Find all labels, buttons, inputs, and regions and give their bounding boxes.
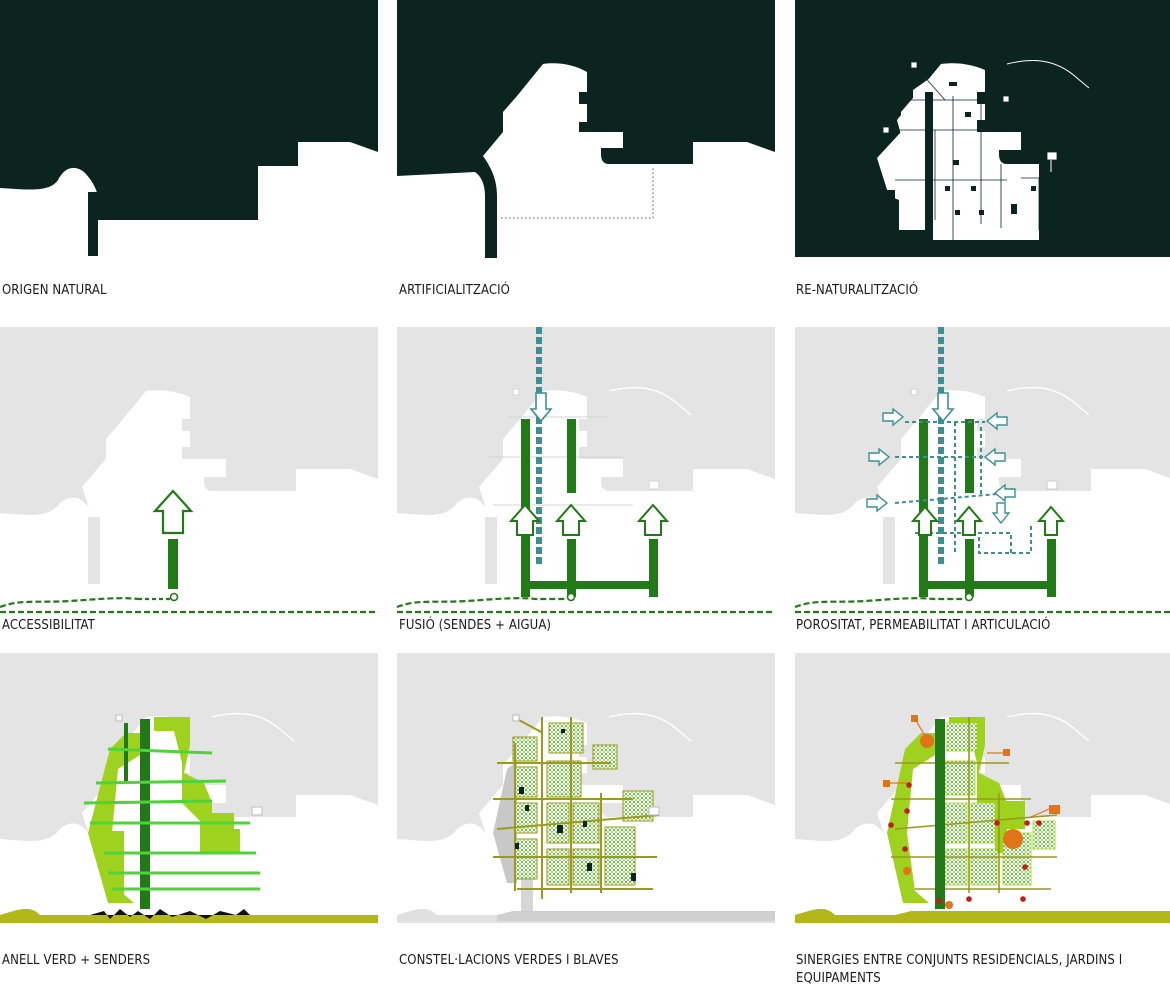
access-arrow <box>152 489 194 535</box>
caption-sinergies: SINERGIES ENTRE CONJUNTS RESIDENCIALS, J… <box>796 953 1123 986</box>
central-canal <box>925 92 933 240</box>
caption-re-naturalitzacio: RE-NATURALITZACIÓ <box>796 283 919 298</box>
water-arrow <box>529 392 553 423</box>
panel-anell-verd <box>0 653 378 923</box>
caption-origen-natural: ORIGEN NATURAL <box>2 283 107 298</box>
caption-artificialitzacio: ARTIFICIALITZACIÓ <box>399 283 510 298</box>
panel-accessibilitat <box>0 327 378 614</box>
coastal-trail <box>0 597 139 609</box>
caption-fusio: FUSIÓ (SENDES + AIGUA) <box>399 618 552 633</box>
caption-anell-verd: ANELL VERD + SENDERS <box>2 953 151 968</box>
panel-origen-natural <box>0 0 378 257</box>
access-axis <box>168 539 178 589</box>
green-ring <box>88 733 140 903</box>
panel-fusio <box>396 327 775 614</box>
caption-accessibilitat: ACCESSIBILITAT <box>2 618 95 633</box>
residential-nodes <box>888 782 1042 904</box>
satellite-squares <box>882 61 1058 161</box>
porosity-arrows <box>866 407 1016 525</box>
equipment-nodes <box>883 715 1060 909</box>
sea-mass <box>397 0 775 258</box>
panel-constellacions <box>397 653 775 923</box>
trails <box>83 747 260 891</box>
sea-mass <box>0 0 378 220</box>
lagoon <box>897 76 933 150</box>
paths <box>885 65 1040 240</box>
path-network <box>493 717 660 899</box>
shore-lime <box>0 908 378 923</box>
breakwater-line <box>1006 60 1090 89</box>
shore-black-band <box>90 909 250 919</box>
panel-porositat <box>794 327 1170 614</box>
water-cells <box>515 729 636 881</box>
panel-artificialitzacio <box>397 0 775 258</box>
water-dots <box>945 82 1036 215</box>
panel-re-naturalitzacio <box>795 0 1170 257</box>
garden-blocks <box>512 722 654 886</box>
caption-porositat: POROSITAT, PERMEABILITAT I ARTICULACIÓ <box>796 618 1051 633</box>
caption-constellacions: CONSTEL·LACIONS VERDES I BLAVES <box>399 953 619 968</box>
reclaimed-boundary <box>501 166 654 219</box>
panel-sinergies <box>795 653 1170 923</box>
river-channel <box>88 192 98 256</box>
